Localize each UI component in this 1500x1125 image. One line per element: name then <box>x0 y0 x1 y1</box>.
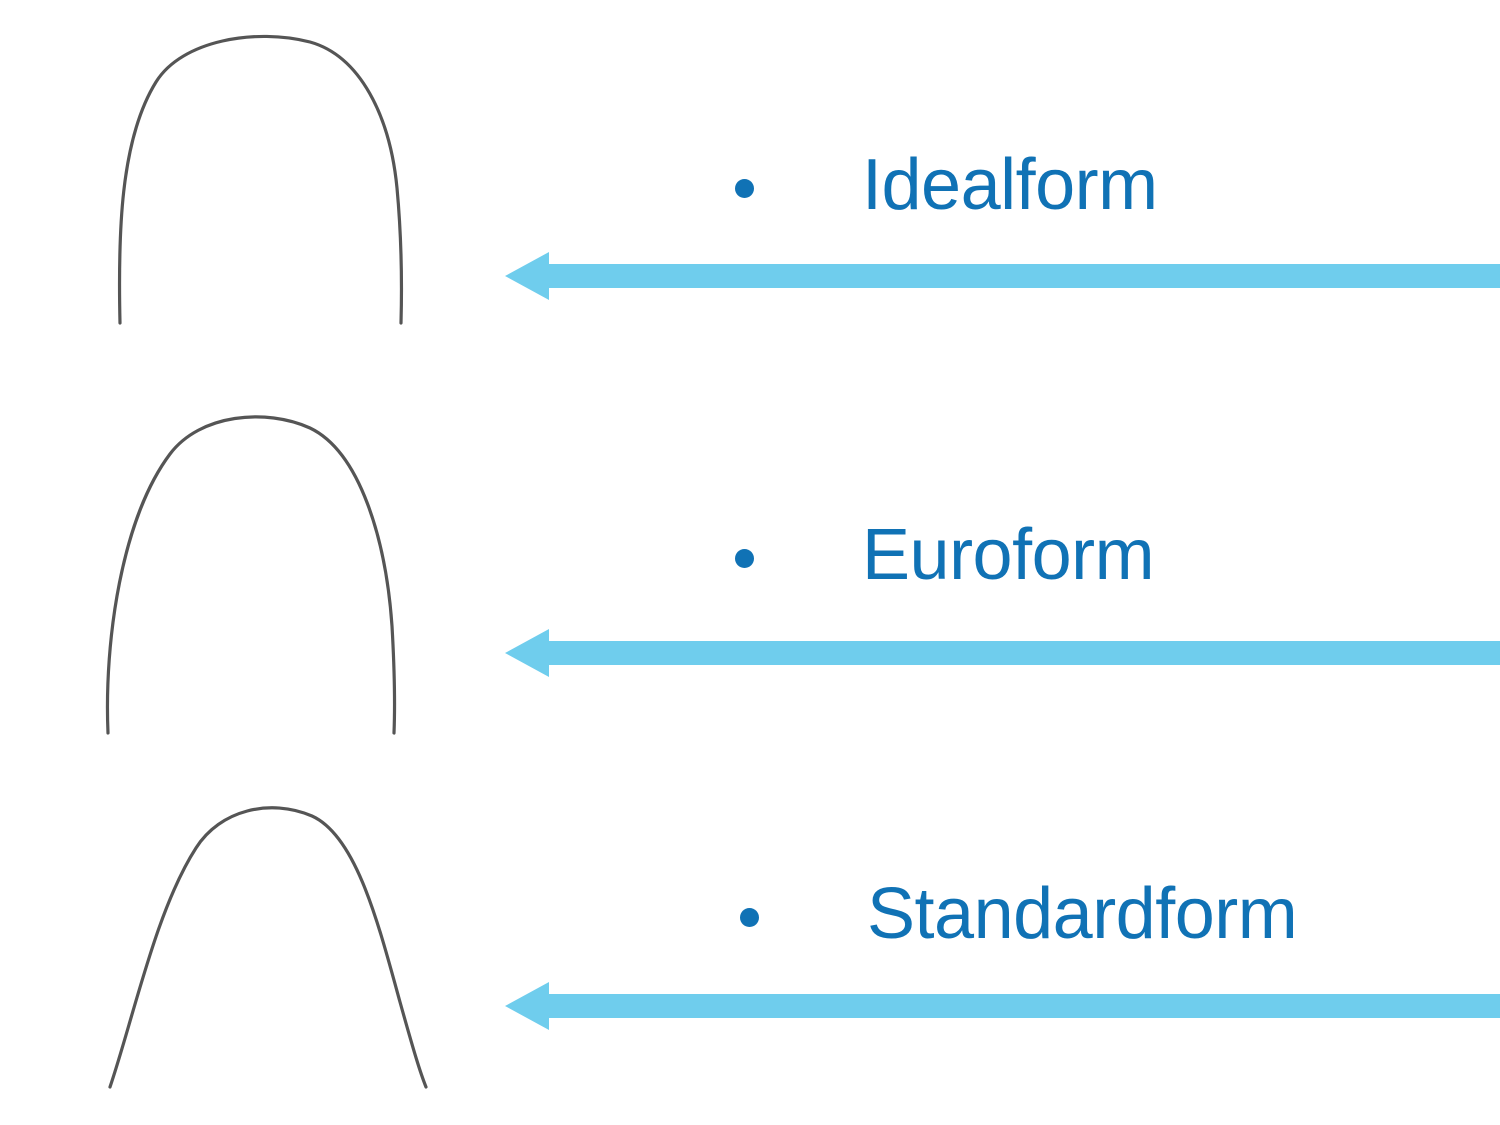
archwire-standardform-path <box>108 806 428 1089</box>
archwire-euroform-drawing <box>105 415 397 735</box>
archwire-euroform-figure <box>60 400 480 745</box>
arrow-left-idealform <box>505 248 1500 304</box>
arrow-left-euroform <box>505 625 1500 681</box>
arrow-left-idealform-polygon <box>505 252 1500 300</box>
bullet-label-standardform: Standardform <box>867 874 1298 954</box>
bullet-dot-icon-idealform <box>735 178 754 198</box>
arrow-left-euroform-shape <box>505 629 1500 677</box>
bullet-label-idealform: Idealform <box>862 145 1158 225</box>
bullet-row-idealform[interactable]: Idealform <box>735 148 1158 223</box>
arrow-left-euroform-polygon <box>505 629 1500 677</box>
bullet-row-standardform[interactable]: Standardform <box>740 874 1298 954</box>
archwire-idealform-drawing <box>117 34 404 325</box>
bullet-row-euroform[interactable]: Euroform <box>735 515 1155 595</box>
arrow-left-standardform <box>505 978 1500 1034</box>
bullet-dot-icon-standardform <box>740 907 759 927</box>
archwire-idealform-figure <box>60 20 480 340</box>
archwire-idealform-path <box>117 34 404 325</box>
archwire-standardform-figure <box>60 780 480 1100</box>
arrow-left-idealform-shape <box>505 252 1500 300</box>
arrow-left-standardform-shape <box>505 982 1500 1030</box>
bullet-dot-icon-euroform <box>735 548 754 568</box>
archwire-euroform-path <box>105 415 397 735</box>
archwire-standardform-drawing <box>108 806 428 1089</box>
bullet-label-euroform: Euroform <box>862 515 1155 595</box>
arrow-left-standardform-polygon <box>505 982 1500 1030</box>
